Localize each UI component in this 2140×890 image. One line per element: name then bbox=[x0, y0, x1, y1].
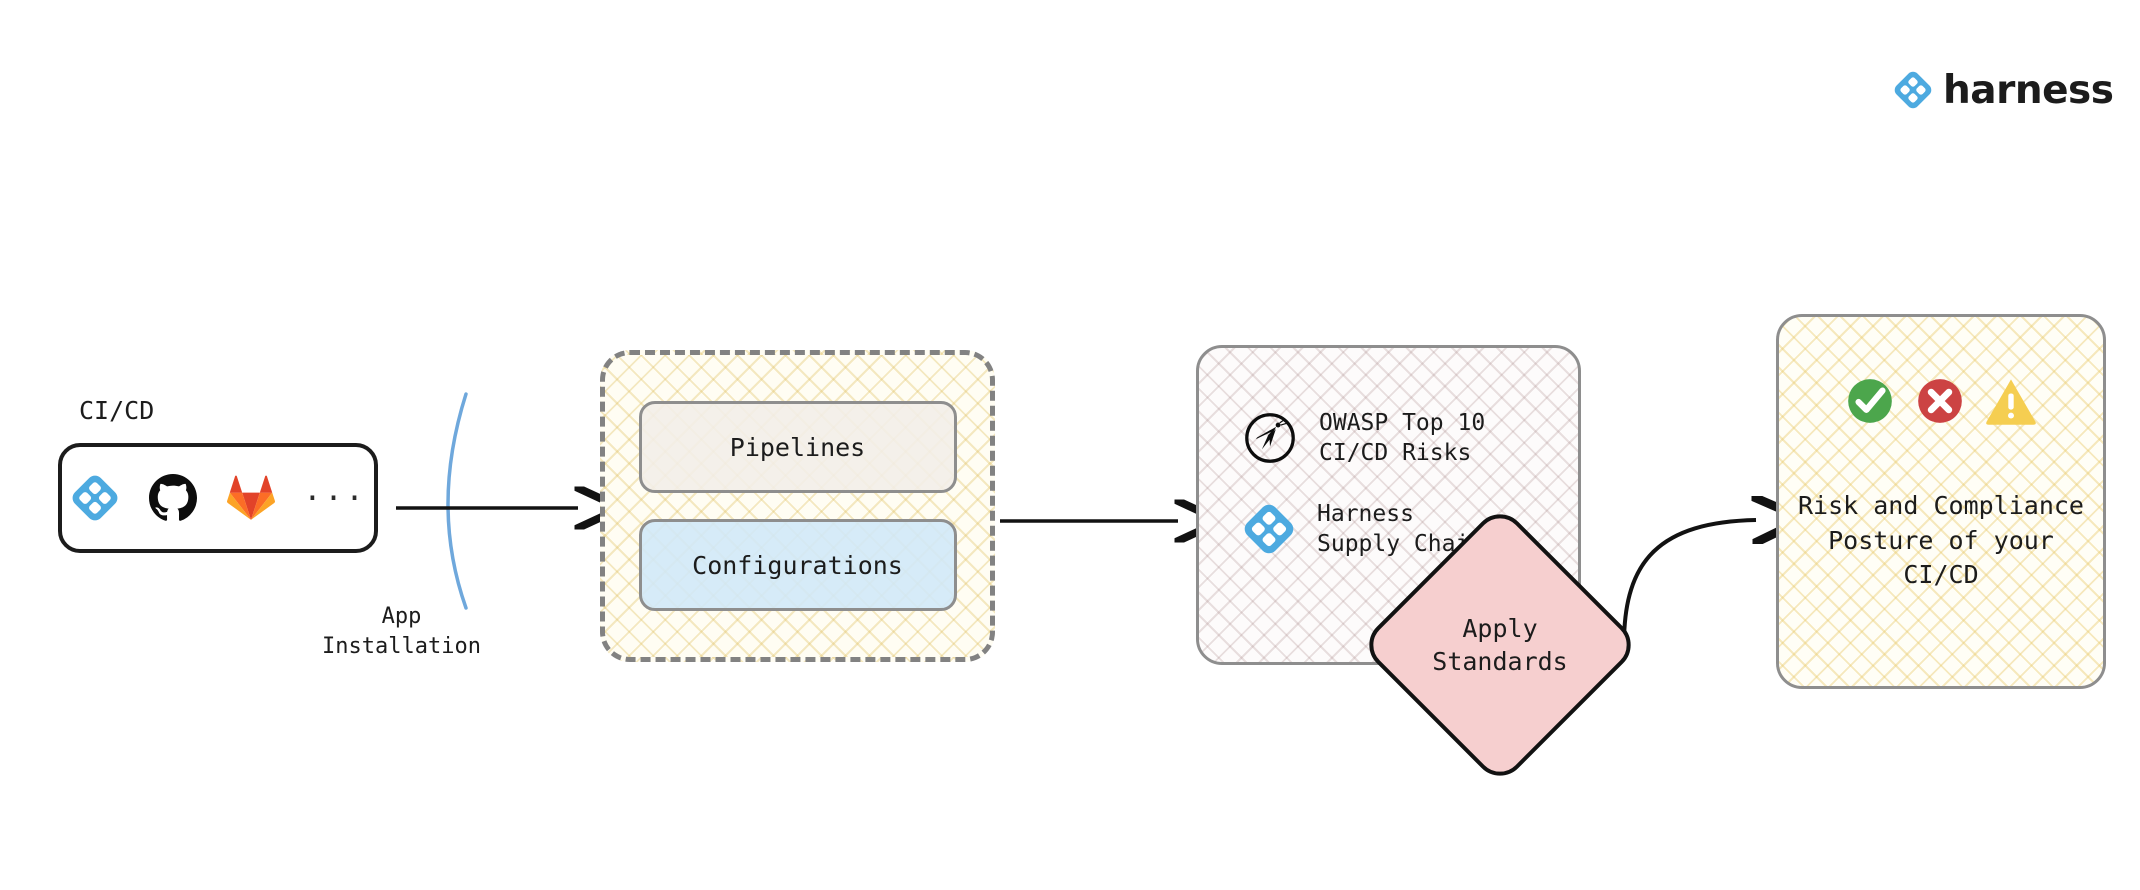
posture-outcome-box: Risk and Compliance Posture of your CI/C… bbox=[1776, 314, 2106, 689]
cicd-group-title: CI/CD bbox=[79, 396, 155, 425]
posture-status-icons bbox=[1844, 375, 2038, 427]
github-octocat-icon[interactable] bbox=[147, 472, 199, 524]
app-installation-label: App Installation bbox=[322, 604, 481, 659]
harness-diamond-icon[interactable] bbox=[69, 472, 121, 524]
configurations-card-label: Configurations bbox=[692, 550, 903, 580]
configurations-card[interactable]: Configurations bbox=[638, 519, 957, 611]
cicd-tools-box: ... bbox=[58, 443, 378, 553]
standards-item-owasp-label: OWASP Top 10 CI/CD Risks bbox=[1319, 410, 1486, 467]
harness-brand-logo: harness bbox=[1893, 67, 2114, 113]
assets-dashed-container: Pipelines Configurations bbox=[600, 350, 995, 662]
standards-item-owasp: OWASP Top 10 CI/CD Risks bbox=[1243, 408, 1578, 469]
warning-triangle-icon bbox=[1984, 375, 2038, 427]
check-circle-icon bbox=[1844, 375, 1896, 427]
pipelines-card[interactable]: Pipelines bbox=[638, 401, 957, 493]
harness-diamond-icon bbox=[1893, 70, 1933, 110]
harness-diamond-icon bbox=[1243, 503, 1295, 555]
more-tools-ellipsis: ... bbox=[303, 473, 367, 508]
pipelines-card-label: Pipelines bbox=[729, 432, 866, 462]
apply-standards-label: Apply Standards bbox=[1432, 614, 1568, 676]
app-installation-boundary-curve bbox=[446, 392, 468, 610]
gitlab-tanuki-icon[interactable] bbox=[225, 472, 277, 524]
x-circle-icon bbox=[1914, 375, 1966, 427]
connector-apply-to-posture bbox=[1622, 520, 1756, 645]
brand-wordmark: harness bbox=[1943, 67, 2114, 113]
posture-outcome-label: Risk and Compliance Posture of your CI/C… bbox=[1798, 491, 2084, 589]
owasp-dragonfly-icon bbox=[1243, 411, 1297, 465]
